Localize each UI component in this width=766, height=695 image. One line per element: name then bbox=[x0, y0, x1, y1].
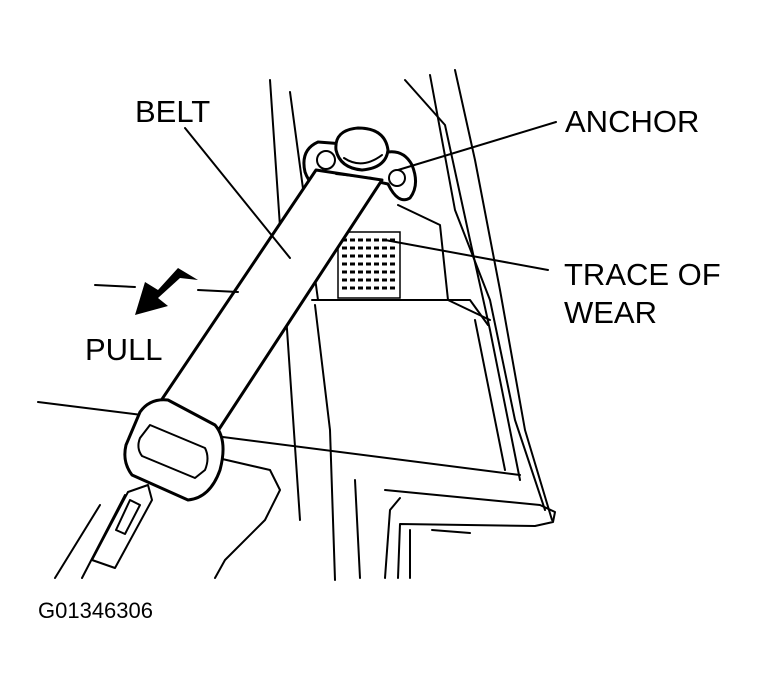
trace-of-wear-label-line1: TRACE OF bbox=[564, 257, 721, 292]
trace-of-wear-label-line2: WEAR bbox=[564, 295, 657, 330]
pull-arrow-icon bbox=[94, 268, 239, 315]
leader-lines bbox=[184, 121, 557, 271]
trace-of-wear-area bbox=[337, 231, 401, 299]
pull-label: PULL bbox=[85, 332, 163, 367]
belt-label: BELT bbox=[135, 94, 210, 129]
belt-webbing bbox=[146, 168, 384, 442]
anchor-label: ANCHOR bbox=[565, 104, 699, 139]
figure-code: G01346306 bbox=[38, 598, 153, 623]
pillar-structure bbox=[37, 69, 556, 581]
buckle-latch-plate bbox=[54, 398, 225, 579]
